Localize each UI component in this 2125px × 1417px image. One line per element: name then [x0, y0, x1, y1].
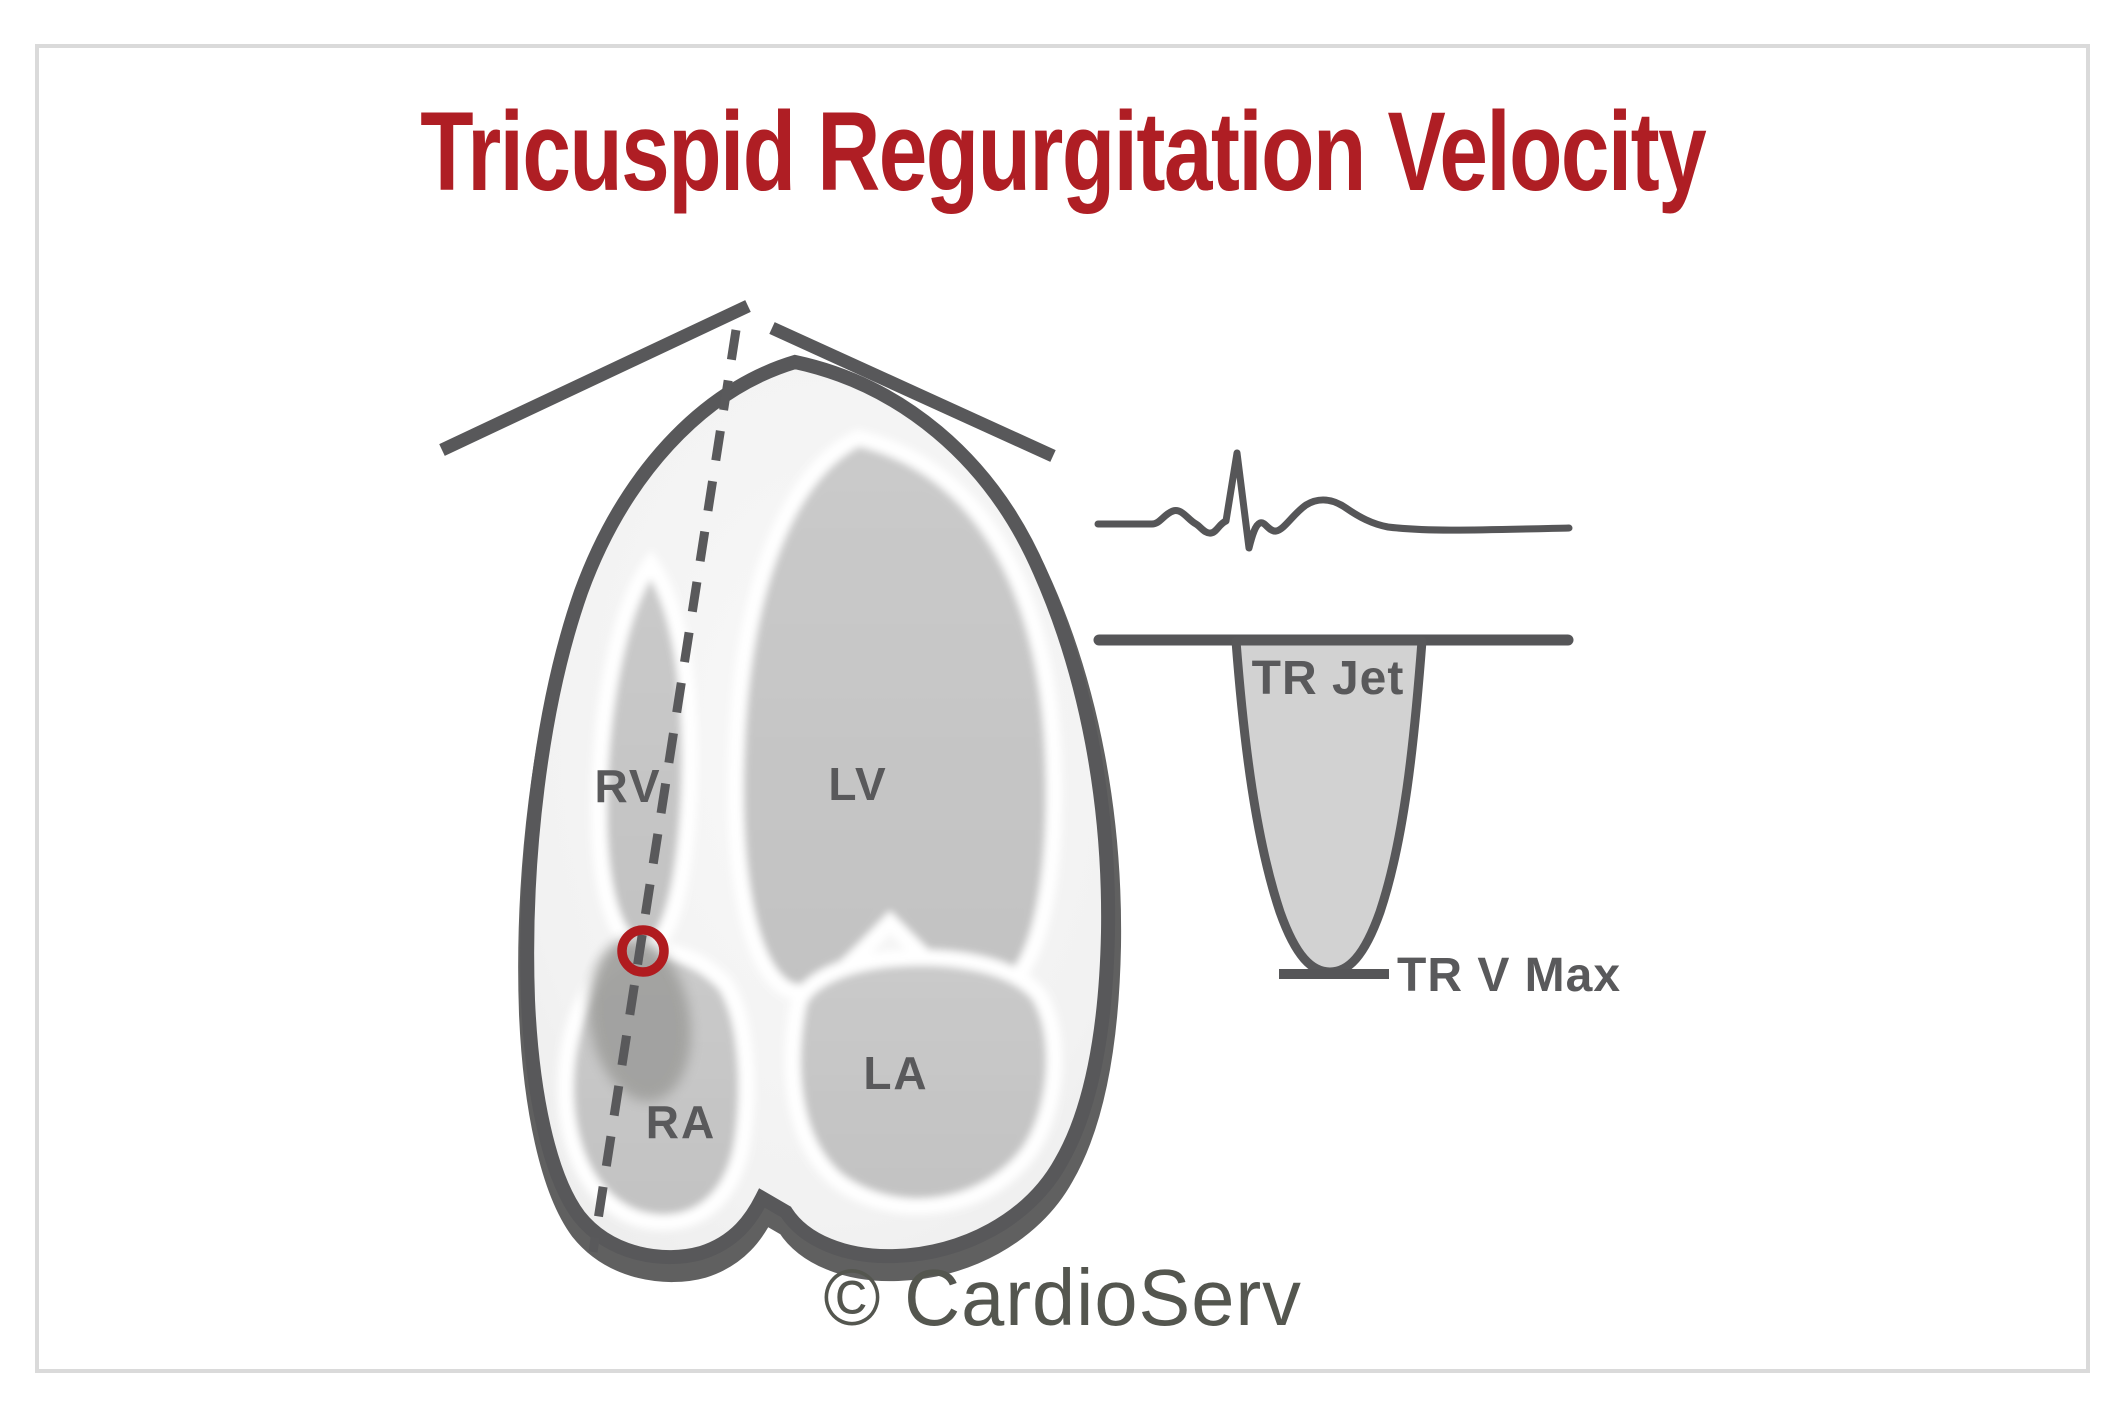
- label-right-ventricle: RV: [594, 760, 661, 812]
- scan-line-dashed: [588, 329, 741, 1253]
- title-container: Tricuspid Regurgitation Velocity: [0, 96, 2125, 208]
- copyright: © CardioServ: [823, 1253, 1302, 1342]
- footer-container: © CardioServ: [0, 1258, 2125, 1338]
- ecg-trace: [1094, 449, 1573, 552]
- beam-left-arm: [439, 300, 751, 456]
- transducer-beam-chevron: [439, 300, 1056, 462]
- label-left-ventricle: LV: [828, 758, 887, 810]
- page-title: Tricuspid Regurgitation Velocity: [420, 89, 1707, 214]
- label-left-atrium: LA: [863, 1047, 928, 1099]
- beam-right-arm: [769, 322, 1056, 462]
- label-tr-jet: TR Jet: [1252, 652, 1405, 705]
- tricuspid-valve-marker-circle: [617, 925, 669, 977]
- left-ventricle-cavity: [727, 429, 1062, 1001]
- regurgitant-jet-cloud: [588, 938, 692, 1102]
- label-right-atrium: RA: [646, 1096, 716, 1148]
- left-atrium-cavity: [784, 949, 1063, 1215]
- heart-figure: RV LV RA LA: [439, 300, 1122, 1283]
- doppler-panel: TR Jet TR V Max: [1093, 449, 1621, 1002]
- label-tr-vmax: TR V Max: [1397, 949, 1621, 1002]
